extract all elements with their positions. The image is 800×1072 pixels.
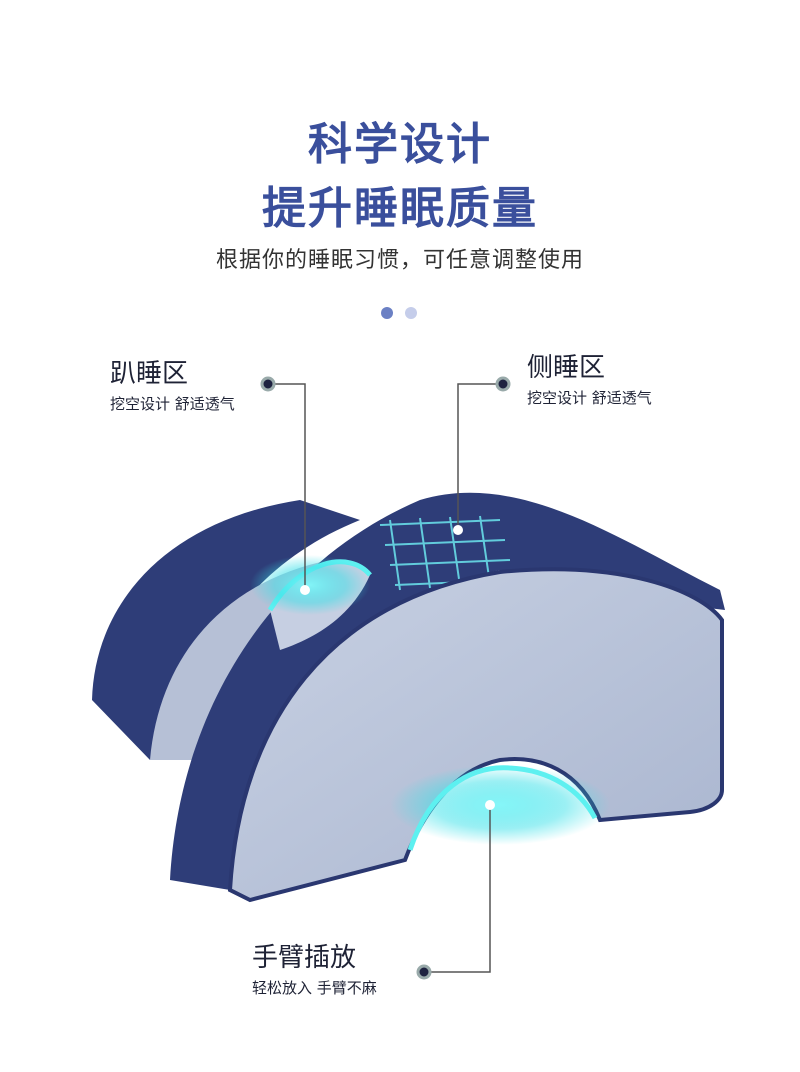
callout-markers [260, 376, 511, 980]
callout-prone-zone: 趴睡区 挖空设计 舒适透气 [110, 358, 235, 414]
pillow-left-segment [92, 500, 360, 760]
callout-side-zone: 侧睡区 挖空设计 舒适透气 [527, 352, 652, 408]
carousel-dot[interactable] [405, 307, 417, 319]
callout-title: 侧睡区 [527, 353, 606, 383]
carousel-dot-active[interactable] [381, 307, 393, 319]
title-line-1: 科学设计 [308, 119, 492, 170]
subtitle: 根据你的睡眠习惯，可任意调整使用 [215, 248, 584, 273]
callout-title: 趴睡区 [110, 359, 189, 389]
ventilation-grid [379, 515, 516, 591]
carousel-indicator [381, 307, 417, 319]
callout-desc: 挖空设计 舒适透气 [110, 395, 235, 413]
callout-desc: 轻松放入 手臂不麻 [252, 979, 377, 997]
title-line-2: 提升睡眠质量 [262, 183, 538, 234]
callout-arm-rest: 手臂插放 轻松放入 手臂不麻 [252, 942, 377, 998]
callout-title: 手臂插放 [252, 943, 357, 973]
callout-desc: 挖空设计 舒适透气 [527, 389, 652, 407]
